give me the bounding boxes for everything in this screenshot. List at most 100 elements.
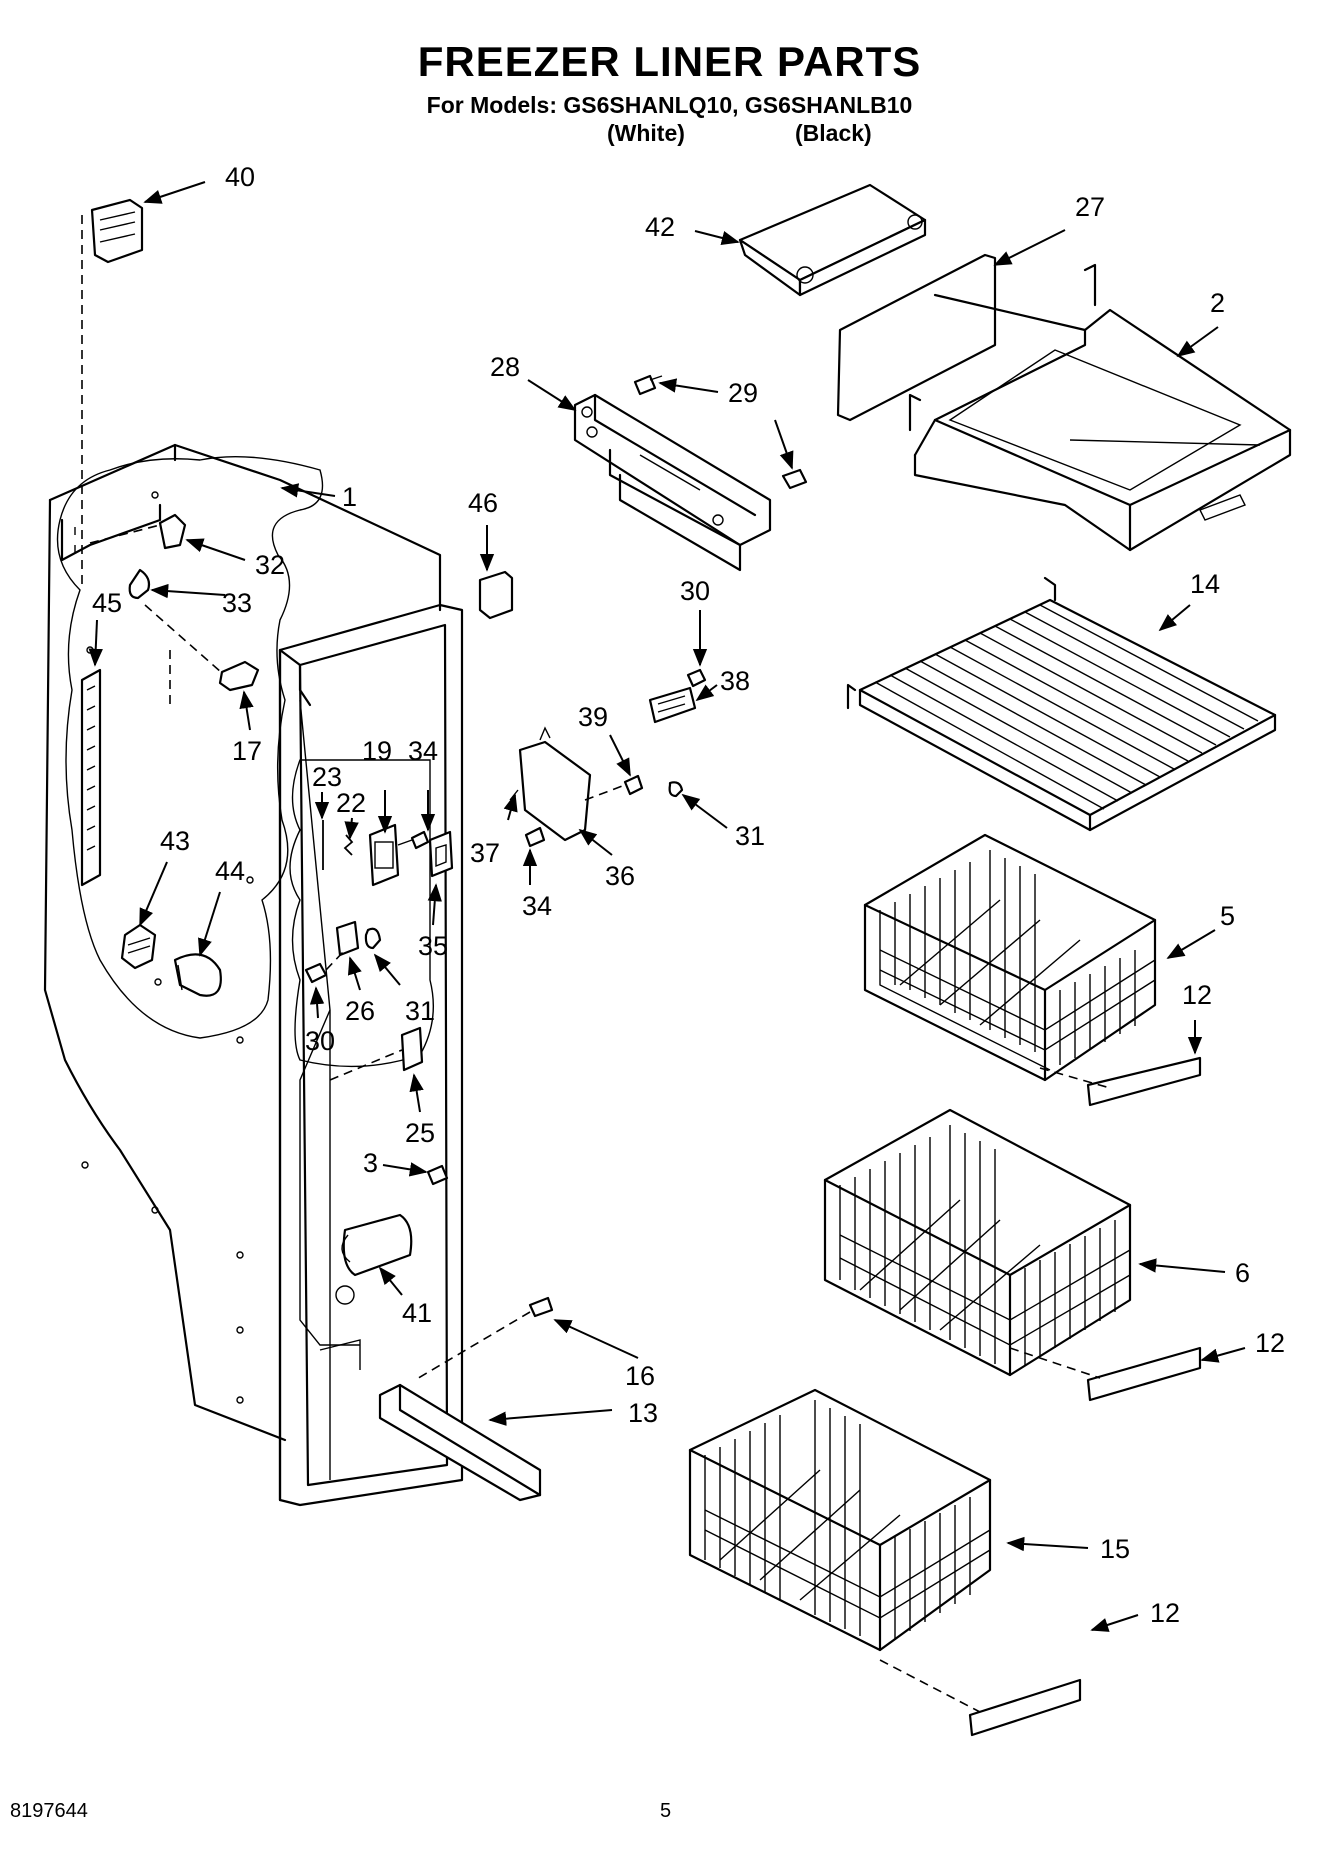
callout-15: 15 [1100,1534,1130,1564]
part-13-rail [378,1383,542,1502]
callout-37: 37 [470,838,500,868]
parts-32-33-lamp [89,513,231,710]
arrow-28 [527,379,577,411]
callout-6: 6 [1235,1258,1250,1288]
callout-19: 19 [362,736,392,766]
callout-3: 3 [363,1148,378,1178]
parts-43-44-lamp [120,923,222,997]
callout-17: 17 [232,736,262,766]
parts-26-30-31-thermostat [304,920,382,984]
part-38-board [648,668,707,724]
callout-29: 29 [728,378,758,408]
callout-2: 2 [1210,288,1225,318]
arrow-42 [694,230,740,245]
callout-31-right: 31 [735,821,765,851]
part-45-rail [80,668,102,887]
arrow-37 [503,793,518,821]
callout-12-middle: 12 [1255,1328,1285,1358]
freezer-liner [43,443,464,1507]
part-25-connector [329,1026,424,1081]
callout-35: 35 [418,931,448,961]
part-12-rails [879,1056,1202,1737]
arrow-17 [239,690,254,731]
callout-44: 44 [215,856,245,886]
callout-43: 43 [160,826,190,856]
part-15-basket [688,1388,992,1652]
arrow-31-left [373,953,401,986]
arrow-25 [409,1073,424,1113]
arrow-16 [553,1319,639,1359]
callout-12-bottom: 12 [1150,1598,1180,1628]
callout-16: 16 [625,1361,655,1391]
page-title: FREEZER LINER PARTS [417,38,922,85]
color-variants: (White) (Black) [0,120,1339,150]
arrow-38 [695,684,718,702]
callout-34-top: 34 [408,736,438,766]
part-29-screws [633,374,808,490]
arrow-30-bottom [309,986,325,1019]
arrow-32 [185,538,246,561]
callout-32: 32 [255,550,285,580]
arrow-22 [344,817,359,840]
variant-black-label: (Black) [795,120,872,146]
part-16-screw [414,1296,554,1381]
part-17-clip [218,660,260,692]
arrow-39 [609,734,631,777]
callout-30-bottom: 30 [305,1026,335,1056]
callout-33: 33 [222,588,252,618]
arrow-40 [143,181,206,204]
callout-25: 25 [405,1118,435,1148]
arrow-29a [658,378,719,393]
part-5-basket [863,833,1157,1082]
callout-14: 14 [1190,569,1220,599]
part-2-tray [908,263,1292,552]
part-27-panel [836,253,997,422]
callout-22: 22 [336,788,366,818]
callout-12-top: 12 [1182,980,1212,1010]
arrow-41 [378,1266,403,1296]
callout-5: 5 [1220,901,1235,931]
callout-36: 36 [605,861,635,891]
callout-26: 26 [345,996,375,1026]
arrow-14 [1158,604,1191,632]
arrow-12-bottom [1090,1614,1139,1632]
arrow-44 [198,891,221,957]
callout-39: 39 [578,702,608,732]
callout-arrows [88,181,1246,1632]
page-number: 5 [660,1800,672,1822]
callout-41: 41 [402,1298,432,1328]
arrow-43 [139,861,168,927]
arrow-5 [1166,929,1216,959]
parts-19-22-23-switch [322,820,400,887]
callout-31-left: 31 [405,996,435,1026]
callout-45: 45 [92,588,122,618]
document-number: 8197644 [10,1800,88,1822]
arrow-33 [150,583,226,599]
callout-1: 1 [342,482,357,512]
part-28-housing [573,393,772,572]
part-36-cover-plate [509,726,684,848]
part-42-hinge [738,183,927,297]
arrow-15 [1006,1536,1089,1552]
callout-27: 27 [1075,192,1105,222]
part-35-bracket [428,830,454,878]
callout-46: 46 [468,488,498,518]
arrow-29b [774,419,794,470]
arrow-2 [1176,326,1219,358]
arrow-12-middle [1200,1347,1246,1363]
part-40-clip [81,198,144,590]
arrow-31-right [681,793,728,829]
callout-40: 40 [225,162,255,192]
callout-30-top: 30 [680,576,710,606]
callout-42: 42 [645,212,675,242]
arrow-3 [382,1162,428,1177]
variant-white-label: (White) [607,120,685,146]
part-3-screw [426,1164,449,1186]
part-46-cover [478,570,514,620]
part-41-channel [341,1213,413,1277]
part-34-screw-upper [397,830,430,850]
callout-labels: 40 42 27 2 28 29 1 46 32 33 45 30 38 14 … [92,162,1285,1628]
arrow-36 [578,828,613,856]
callout-34-bottom: 34 [522,891,552,921]
